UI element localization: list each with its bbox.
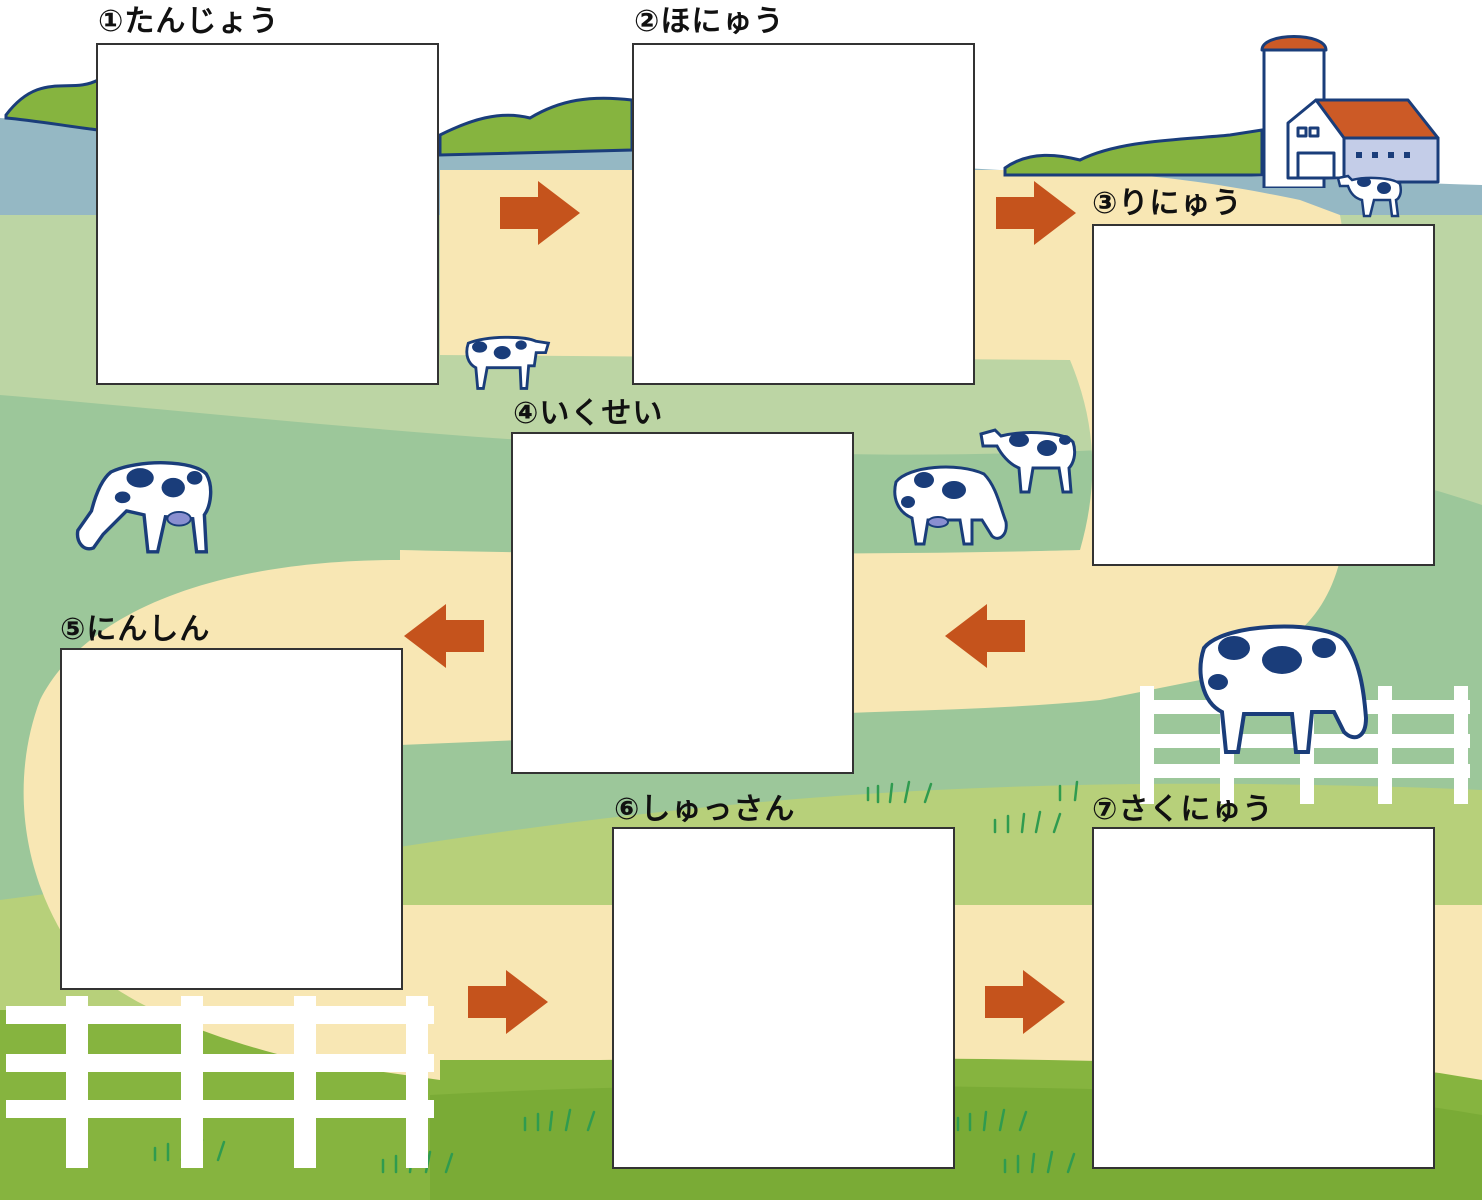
step-6-label: ⑥しゅっさん (614, 792, 796, 827)
step-3-label: ③りにゅう (1092, 186, 1243, 221)
step-2-box[interactable] (632, 43, 975, 385)
grass-tufts (153, 780, 1079, 1174)
arrow-icon (945, 604, 1025, 668)
step-5-box[interactable] (60, 648, 403, 990)
barn-icon (1260, 35, 1440, 188)
step-2-label: ②ほにゅう (634, 4, 785, 39)
cow-icon (1336, 174, 1403, 218)
step-1-box[interactable] (96, 43, 439, 385)
cow-icon (465, 335, 551, 390)
cow-icon (893, 465, 1008, 546)
cow-icon (979, 428, 1077, 494)
step-7-box[interactable] (1092, 827, 1435, 1169)
step-7-label: ⑦さくにゅう (1092, 792, 1274, 827)
arrow-icon (996, 181, 1076, 245)
arrow-icon (500, 181, 580, 245)
arrow-icon (404, 604, 484, 668)
step-1-label: ①たんじょう (98, 4, 280, 39)
arrow-icon (468, 970, 548, 1034)
step-4-label: ④いくせい (513, 396, 664, 431)
step-6-box[interactable] (612, 827, 955, 1169)
step-5-label: ⑤にんしん (60, 612, 211, 647)
cow-icon (1198, 624, 1369, 754)
step-3-box[interactable] (1092, 224, 1435, 566)
cow-icon (75, 461, 213, 554)
step-4-box[interactable] (511, 432, 854, 774)
arrow-icon (985, 970, 1065, 1034)
fence-icon (6, 996, 434, 1168)
